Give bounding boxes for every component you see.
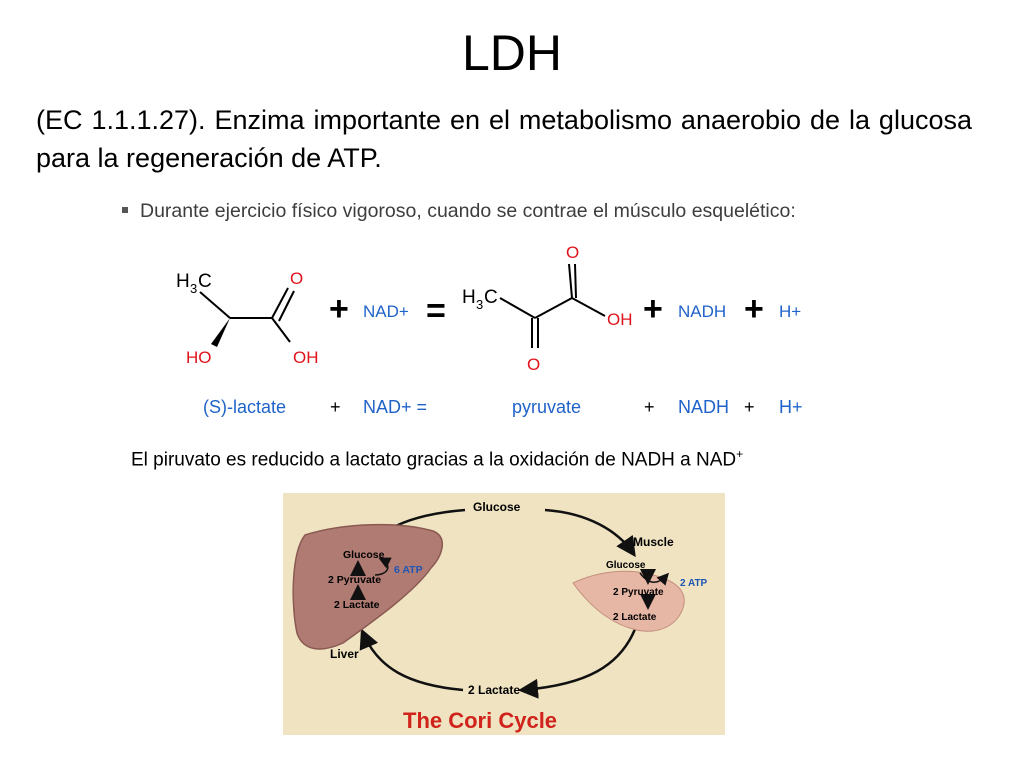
muscle-pyruvate-label: 2 Pyruvate bbox=[613, 587, 664, 598]
muscle-label: Muscle bbox=[633, 535, 674, 549]
liver-label: Liver bbox=[330, 647, 359, 661]
plus-sign-3: + bbox=[744, 290, 764, 328]
liver-glucose-label: Glucose bbox=[343, 549, 385, 561]
intro-paragraph: (EC 1.1.1.27). Enzima importante en el m… bbox=[36, 105, 972, 173]
cori-cycle-image: Glucose Muscle Glucose 6 ATP 2 Pyruvate … bbox=[283, 493, 725, 735]
lactate-methyl-h: H bbox=[176, 271, 190, 292]
liver-atp-label: 6 ATP bbox=[394, 564, 423, 576]
muscle-shape bbox=[572, 570, 685, 632]
pyruvate-name: pyruvate bbox=[512, 397, 581, 417]
pyruvate-methyl-sub: 3 bbox=[476, 297, 483, 312]
pyruvate-structure bbox=[499, 263, 606, 348]
names-nadh: NADH bbox=[678, 397, 729, 417]
lactate-carbonyl-o: O bbox=[290, 269, 303, 288]
bullet-text: Durante ejercicio físico vigoroso, cuand… bbox=[122, 200, 796, 223]
lactate-structure bbox=[199, 287, 295, 347]
liver-lactate-label: 2 Lactate bbox=[334, 599, 380, 611]
names-plus-1: + bbox=[330, 397, 341, 417]
pyruvate-oh: OH bbox=[607, 310, 633, 329]
equals-sign: = bbox=[426, 292, 446, 330]
caption-text: El piruvato es reducido a lactato gracia… bbox=[131, 449, 737, 471]
pyruvate-carbonyl-o: O bbox=[566, 243, 579, 262]
cori-cycle-title: The Cori Cycle bbox=[403, 708, 557, 733]
names-nad-equals: NAD+ = bbox=[363, 397, 427, 417]
cori-cycle-diagram: Glucose Muscle Glucose 6 ATP 2 Pyruvate … bbox=[292, 500, 708, 733]
muscle-atp-label: 2 ATP bbox=[680, 578, 708, 589]
cycle-arc-top-right bbox=[544, 508, 636, 558]
names-plus-2: + bbox=[644, 397, 655, 417]
liver-shape bbox=[292, 523, 443, 650]
reaction-scheme: H 3 C O HO OH + NAD+ = H 3 C O OH O + NA… bbox=[176, 243, 803, 417]
lactate-oh: OH bbox=[293, 348, 319, 367]
bullet-label: Durante ejercicio físico vigoroso, cuand… bbox=[140, 200, 796, 222]
nad-label: NAD+ bbox=[363, 302, 409, 321]
cycle-arc-left-bottom bbox=[359, 628, 464, 692]
nadh-label: NADH bbox=[678, 302, 726, 321]
pyruvate-methyl-h: H bbox=[462, 287, 476, 308]
lactate-bottom-label: 2 Lactate bbox=[468, 683, 520, 697]
liver-pyruvate-label: 2 Pyruvate bbox=[328, 574, 381, 586]
lactate-methyl-c: C bbox=[198, 271, 212, 292]
lactate-name: (S)-lactate bbox=[203, 397, 286, 417]
h-plus-label: H+ bbox=[779, 302, 801, 321]
slide-title: LDH bbox=[461, 25, 563, 81]
lactate-methyl-sub: 3 bbox=[190, 281, 197, 296]
muscle-lactate-label: 2 Lactate bbox=[613, 612, 657, 623]
caption-superscript: + bbox=[736, 447, 744, 461]
names-plus-3: + bbox=[744, 397, 755, 417]
lactate-ho: HO bbox=[186, 348, 212, 367]
plus-sign-1: + bbox=[329, 290, 349, 328]
pyruvate-caption: El piruvato es reducido a lactato gracia… bbox=[131, 447, 743, 471]
muscle-glucose-label: Glucose bbox=[606, 560, 646, 571]
names-h-plus: H+ bbox=[779, 397, 803, 417]
pyruvate-keto-o: O bbox=[527, 355, 540, 374]
glucose-top-label: Glucose bbox=[473, 500, 521, 514]
cycle-arc-right bbox=[518, 620, 640, 699]
pyruvate-methyl-c: C bbox=[484, 287, 498, 308]
plus-sign-2: + bbox=[643, 290, 663, 328]
bullet-square-icon bbox=[122, 206, 128, 213]
